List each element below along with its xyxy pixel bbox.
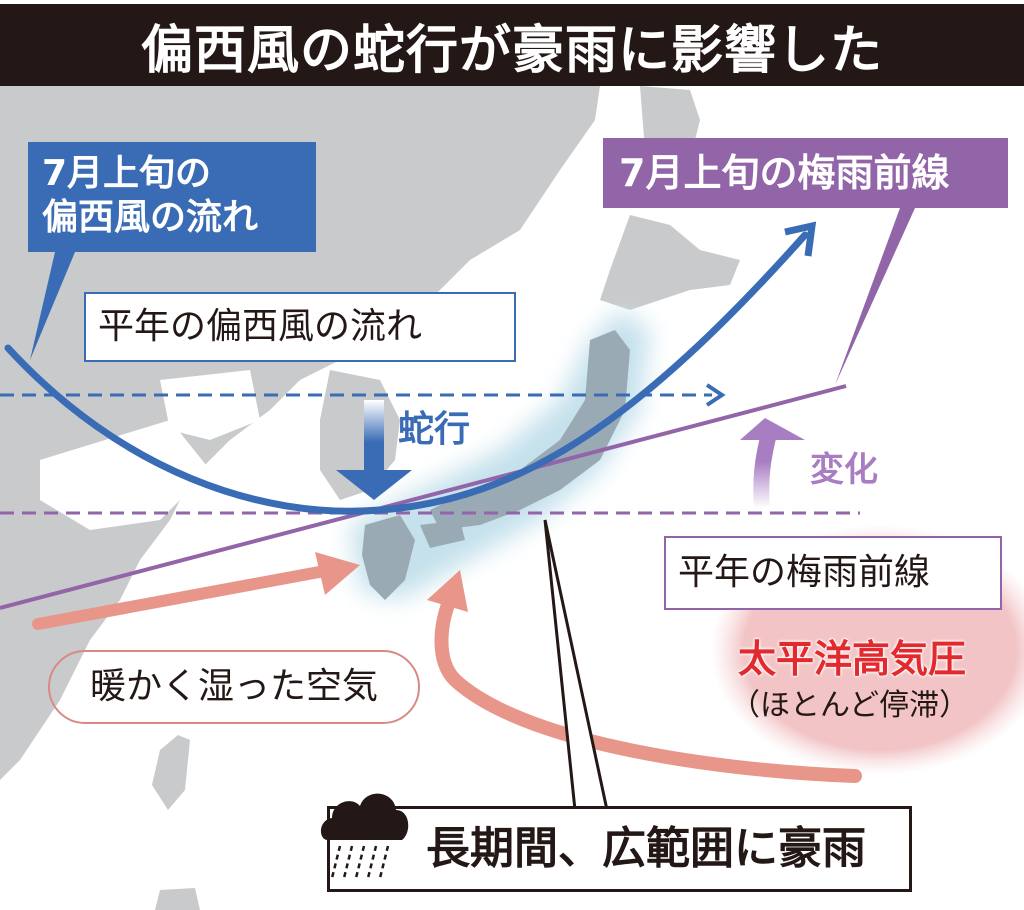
normal-jet-stream-label: 平年の偏西風の流れ — [84, 292, 516, 362]
page-title: 偏西風の蛇行が豪雨に影響した — [0, 4, 1024, 86]
warm-moist-air-label: 暖かく湿った空気 — [48, 650, 420, 724]
meander-arrow-shaft — [364, 400, 384, 470]
result-pointer — [543, 519, 609, 812]
july-jet-stream-curve — [4, 231, 809, 515]
meander-arrowhead — [336, 470, 412, 500]
land-mass — [0, 86, 740, 910]
july-jet-stream-label: 7月上旬の 偏西風の流れ — [28, 142, 316, 252]
july-jet-arrowhead — [784, 221, 817, 257]
pacific-high-label: 太平洋高気圧 — [738, 637, 967, 681]
change-label: 変化 — [810, 450, 878, 490]
rain-cloud-icon — [320, 793, 409, 879]
meander-label: 蛇行 — [398, 409, 471, 450]
normal-jet-arrowhead — [705, 383, 726, 407]
pacific-high-note: （ほとんど停滞） — [730, 688, 970, 723]
normal-baiu-front-label: 平年の梅雨前線 — [664, 536, 1002, 610]
july-baiu-front-label: 7月上旬の梅雨前線 — [603, 138, 1008, 208]
july-baiu-front-line — [0, 384, 847, 610]
heavy-rain-result-label: 長期間、広範囲に豪雨 — [327, 806, 912, 892]
change-arrowhead — [740, 418, 805, 440]
change-arrow-shaft — [753, 427, 778, 509]
warm-air-arrows — [32, 552, 862, 783]
